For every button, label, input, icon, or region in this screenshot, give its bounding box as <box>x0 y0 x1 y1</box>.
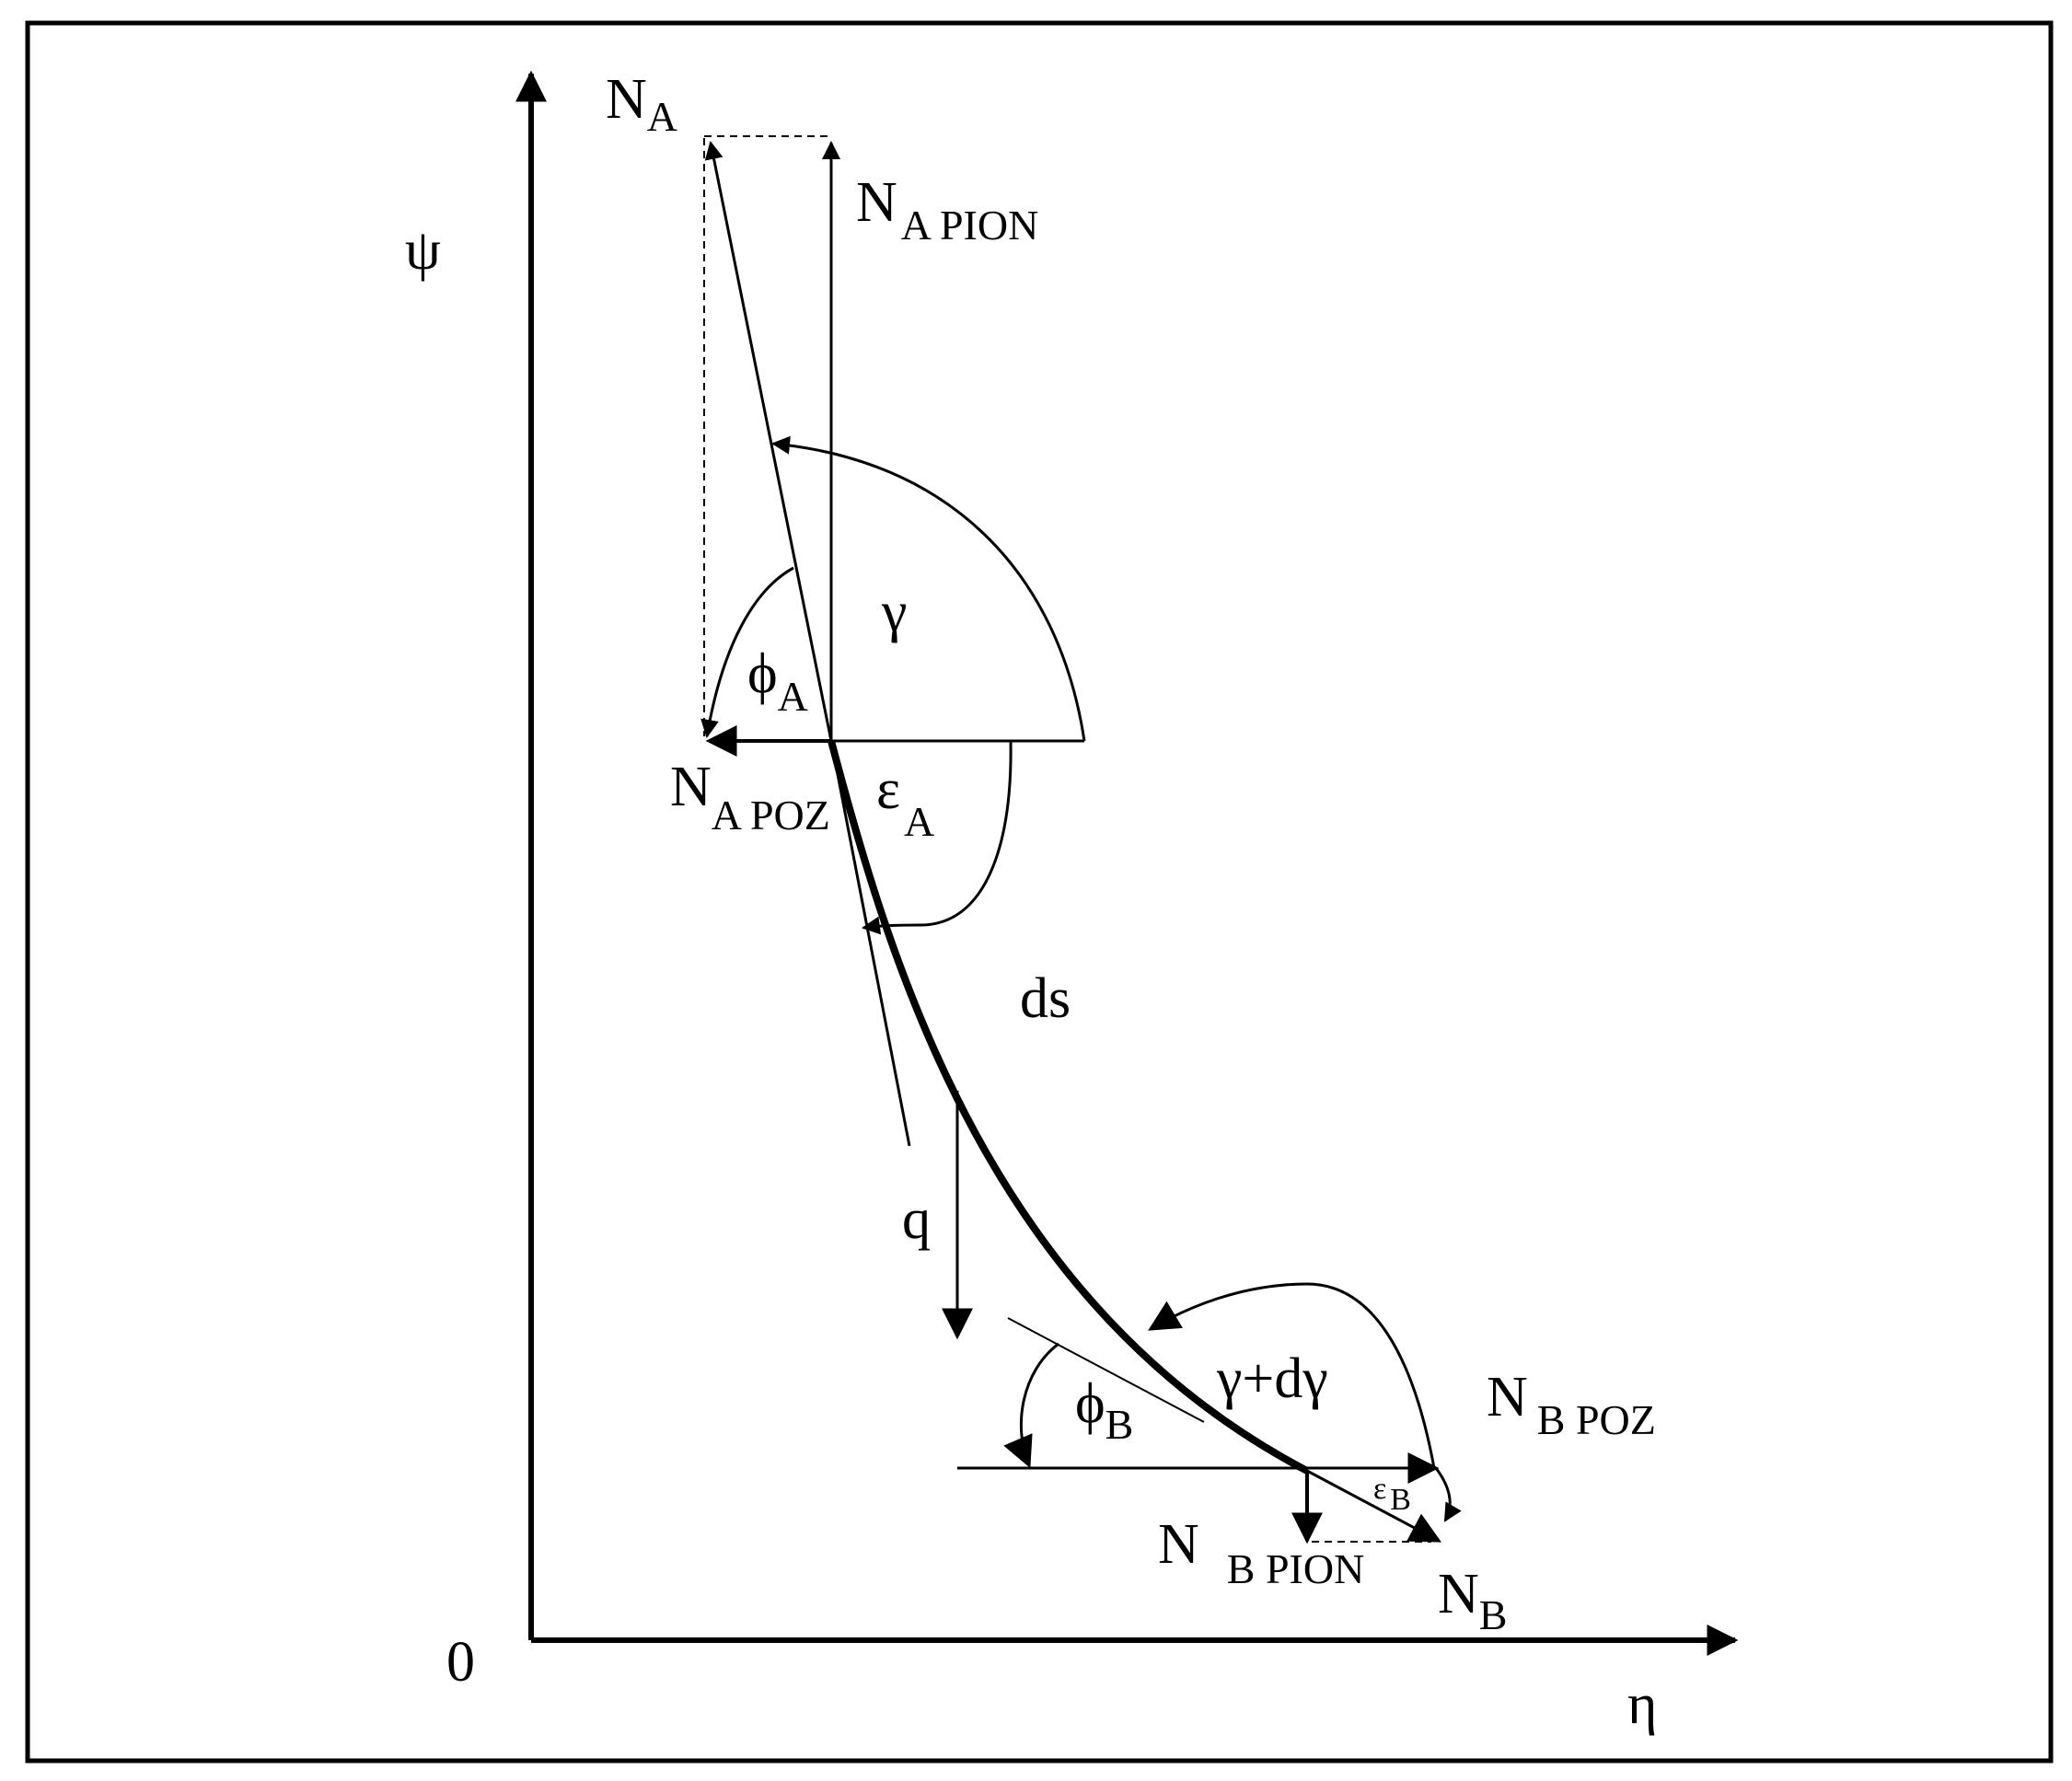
tangent-line-b <box>1007 1317 1205 1423</box>
gamma-arc <box>771 435 1086 742</box>
label-phi-b: ϕB <box>1075 1372 1133 1448</box>
force-vector-na <box>704 141 833 742</box>
origin-label: 0 <box>446 1631 475 1694</box>
label-epsilon-a: εA <box>876 758 934 845</box>
phi-a-arc <box>700 566 794 738</box>
force-vector-nb <box>1306 1469 1442 1543</box>
gamma-dgamma-arc <box>1148 1282 1436 1469</box>
label-ds: ds <box>1020 967 1071 1030</box>
eta-axis-label: η <box>1627 1673 1657 1736</box>
label-na: NA <box>606 68 677 140</box>
epsilon-a-arc <box>862 740 1013 935</box>
label-q: q <box>902 1188 931 1251</box>
label-nb: NB <box>1438 1563 1507 1638</box>
label-gamma: γ <box>881 581 907 643</box>
psi-axis-label: ψ <box>405 219 441 282</box>
tangent-line-a <box>829 740 911 1147</box>
label-phi-a: ϕA <box>747 642 808 720</box>
label-na-poz: NA POZ <box>670 756 830 838</box>
epsilon-b-arc <box>1434 1467 1462 1522</box>
phi-b-arc <box>1003 1342 1059 1469</box>
label-gamma-dgamma: γ+dγ <box>1216 1347 1328 1410</box>
diagram-frame <box>25 20 2054 1764</box>
cable-curve <box>828 739 1309 1475</box>
label-na-pion: NA PION <box>856 171 1038 249</box>
